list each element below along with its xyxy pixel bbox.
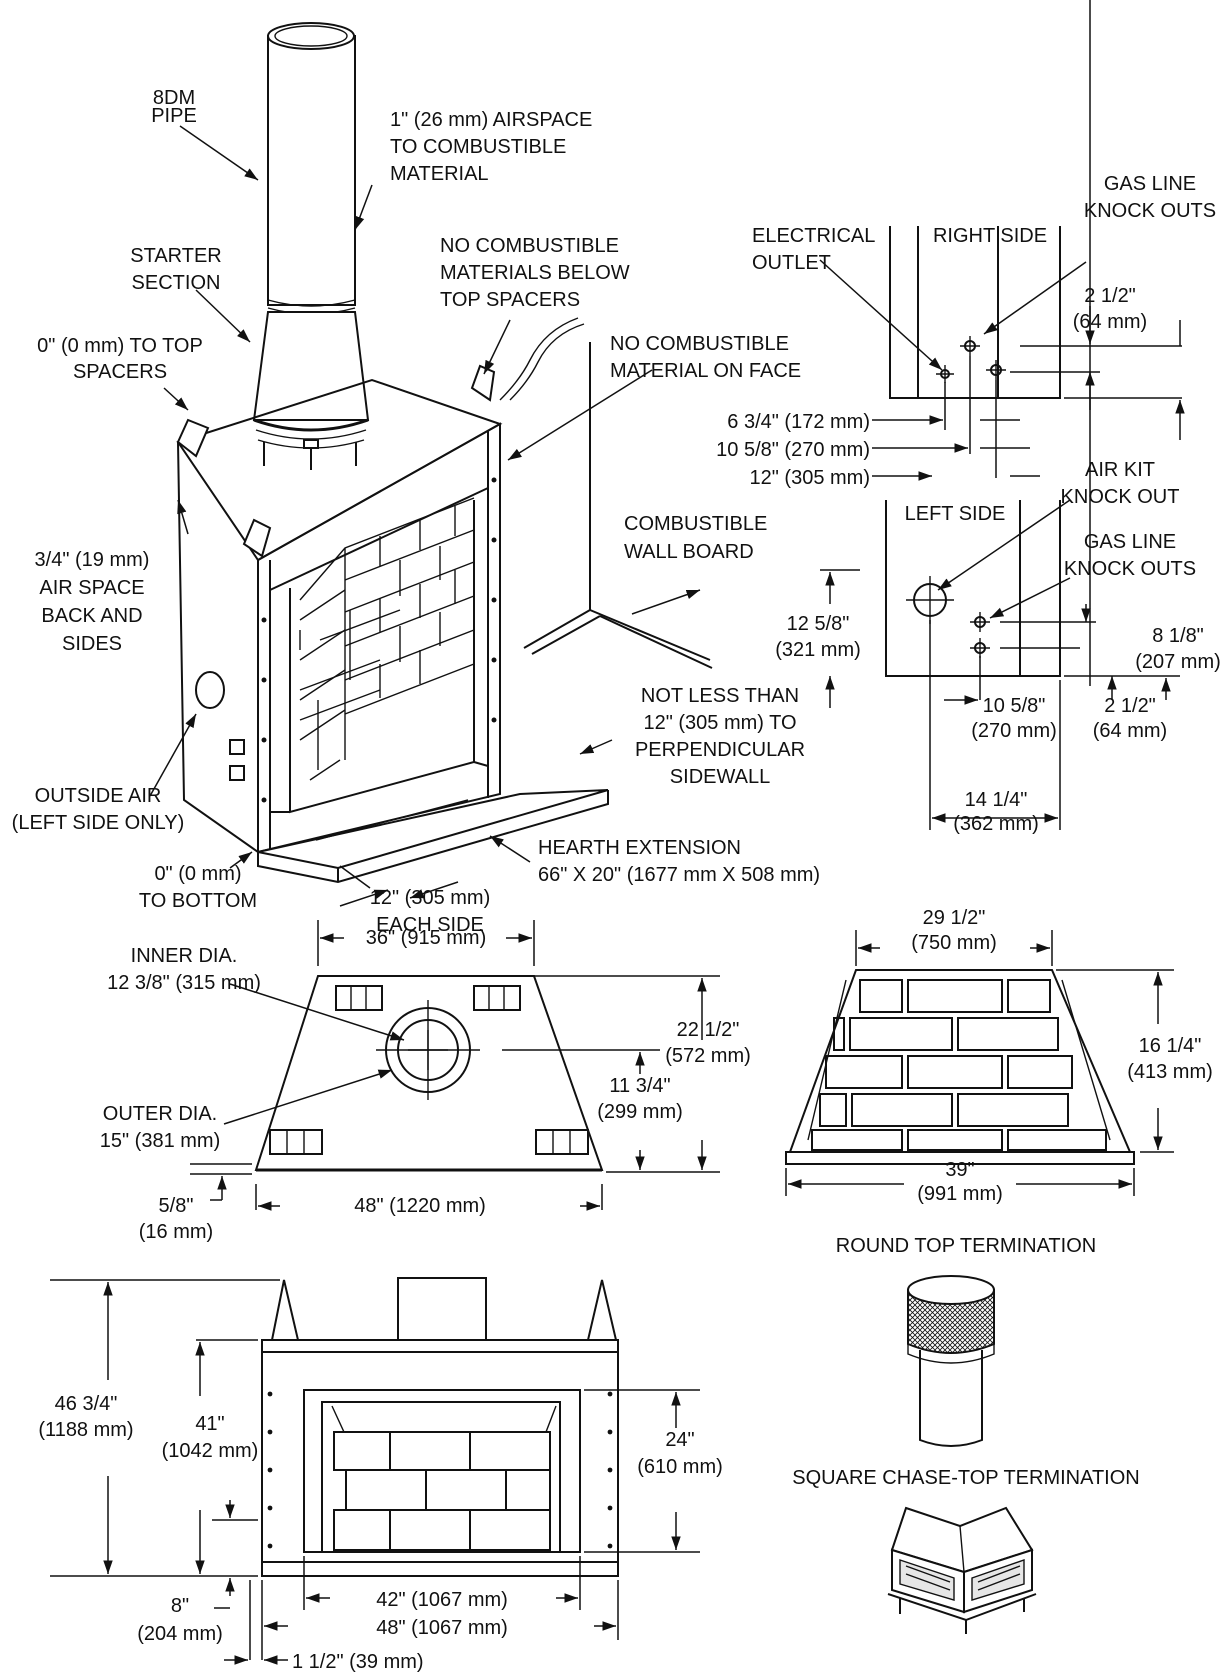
dim-top-5-8: 5/8"(16 mm) [139, 1195, 213, 1243]
dim-front-24: 24"(610 mm) [637, 1429, 723, 1478]
label-outer-dia: OUTER DIA.15" (381 mm) [100, 1103, 220, 1152]
dim-right-10-625: 10 5/8" (270 mm) [716, 439, 870, 461]
vent-pipe [252, 22, 370, 470]
dim-refractory-height: 16 1/4"(413 mm) [1127, 1035, 1213, 1083]
dim-left-10-625: 10 5/8"(270 mm) [971, 695, 1057, 742]
dim-right-2-5: 2 1/2"(64 mm) [1073, 285, 1147, 333]
label-outside-air: OUTSIDE AIR(LEFT SIDE ONLY) [12, 785, 185, 834]
dim-refractory-bottom: 39"(991 mm) [917, 1159, 1003, 1205]
label-inner-dia: INNER DIA.12 3/8" (315 mm) [107, 945, 261, 994]
dim-right-6-75: 6 3/4" (172 mm) [727, 411, 870, 433]
dim-left-8-125: 8 1/8"(207 mm) [1135, 625, 1221, 673]
dim-front-48: 48" (1067 mm) [376, 1617, 508, 1639]
dim-refractory-top: 29 1/2"(750 mm) [911, 907, 997, 954]
label-each-side: 12" (305 mm)EACH SIDE [370, 887, 490, 936]
knockout-marks [936, 336, 1006, 383]
round-top-termination: ROUND TOP TERMINATION [836, 1235, 1096, 1447]
dim-right-12: 12" (305 mm) [750, 467, 870, 489]
top-view: 36" (915 mm) INNER DIA.12 3/8" (315 mm) … [100, 920, 751, 1243]
iso-leaders [149, 125, 701, 907]
label-to-bottom: 0" (0 mm)TO BOTTOM [139, 863, 257, 912]
dim-left-2-5: 2 1/2"(64 mm) [1093, 695, 1167, 742]
front-view: 46 3/4"(1188 mm) 41"(1042 mm) 24"(610 mm… [38, 1277, 723, 1673]
combustible-wall [499, 317, 713, 669]
dim-front-8: 8"(204 mm) [137, 1595, 223, 1645]
dim-front-42: 42" (1067 mm) [376, 1589, 508, 1611]
dim-front-46-75: 46 3/4"(1188 mm) [38, 1393, 133, 1441]
square-chase-top-termination: SQUARE CHASE-TOP TERMINATION [792, 1467, 1140, 1634]
hearth-extension [257, 789, 609, 884]
dim-top-36: 36" (915 mm) [366, 927, 486, 949]
dim-top-48: 48" (1220 mm) [354, 1195, 486, 1217]
dim-left-14-25: 14 1/4"(362 mm) [953, 789, 1039, 835]
left-side-title: LEFT SIDE [905, 503, 1006, 525]
dim-top-11-75: 11 3/4"(299 mm) [597, 1075, 683, 1123]
right-side-title: RIGHT SIDE [933, 225, 1047, 247]
dim-top-22-5: 22 1/2"(572 mm) [665, 1019, 751, 1067]
label-round-top: ROUND TOP TERMINATION [836, 1235, 1096, 1257]
dim-front-1-5: 1 1/2" (39 mm) [292, 1651, 424, 1673]
firebox [176, 364, 503, 853]
dim-left-12-625: 12 5/8"(321 mm) [775, 613, 861, 661]
dim-front-41: 41"(1042 mm) [162, 1413, 259, 1462]
label-square-chase-top: SQUARE CHASE-TOP TERMINATION [792, 1467, 1139, 1489]
refractory-view: 29 1/2"(750 mm) 16 1/4"(413 mm) 39"(991 … [785, 907, 1213, 1205]
